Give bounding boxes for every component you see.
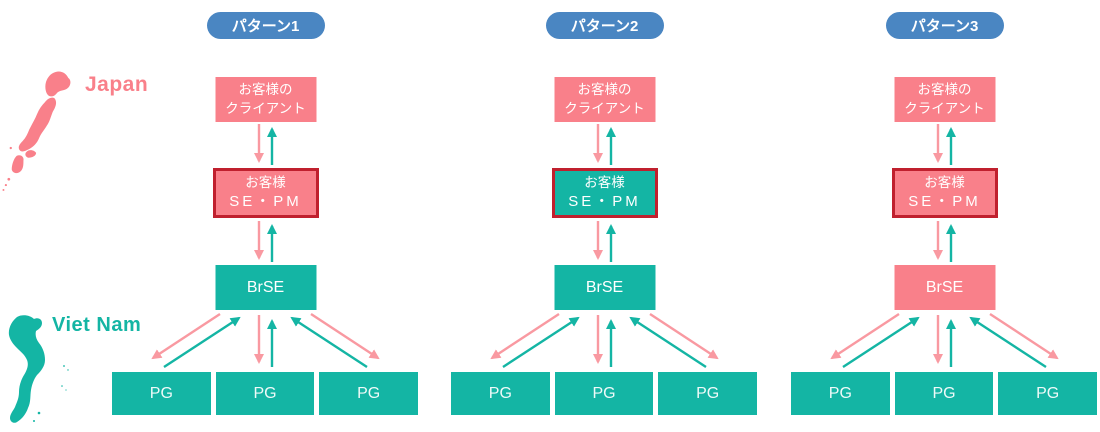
sepm-box-line2: SE・PM <box>908 193 981 211</box>
pg-row: PG PG PG <box>451 372 758 415</box>
pattern-badge: パターン1 <box>206 12 325 39</box>
pattern-column-3: パターン3 お客様の クライアント お客様 SE・PM BrSE PG PG P… <box>791 0 1098 432</box>
vietnam-label: Viet Nam <box>52 314 142 336</box>
pg-box: PG <box>554 372 654 415</box>
brse-box-label: BrSE <box>246 278 285 296</box>
japan-label: Japan <box>85 73 149 96</box>
pg-box: PG <box>998 372 1098 415</box>
sepm-box: お客様 SE・PM <box>891 168 998 218</box>
sepm-box-line1: お客様 <box>924 175 965 191</box>
brse-box-label: BrSE <box>925 278 964 296</box>
client-box-line2: クライアント <box>225 100 306 116</box>
client-box-line2: クライアント <box>904 100 985 116</box>
vietnam-map-icon <box>8 315 69 423</box>
client-box: お客様の クライアント <box>894 77 995 122</box>
pg-box: PG <box>112 372 211 415</box>
pg-box: PG <box>451 372 550 415</box>
pattern-column-1: パターン1 お客様の クライアント お客様 SE・PM BrSE PG PG P… <box>112 0 419 432</box>
pattern-column-2: パターン2 お客様の クライアント お客様 SE・PM BrSE PG PG P… <box>451 0 758 432</box>
sepm-box: お客様 SE・PM <box>212 168 319 218</box>
pattern-badge: パターン2 <box>545 12 664 39</box>
brse-box: BrSE <box>215 265 316 310</box>
pg-box: PG <box>791 372 890 415</box>
sepm-box-line1: お客様 <box>584 175 625 191</box>
brse-box-label: BrSE <box>585 278 624 296</box>
pg-row: PG PG PG <box>791 372 1098 415</box>
client-box: お客様の クライアント <box>215 77 316 122</box>
client-box-line1: お客様の <box>577 82 632 98</box>
client-box-line1: お客様の <box>238 82 293 98</box>
client-box-line2: クライアント <box>564 100 645 116</box>
pg-box: PG <box>894 372 994 415</box>
client-box: お客様の クライアント <box>554 77 655 122</box>
brse-box: BrSE <box>554 265 655 310</box>
sepm-box-line2: SE・PM <box>568 193 641 211</box>
pattern-badge: パターン3 <box>885 12 1004 39</box>
pg-box: PG <box>215 372 315 415</box>
sepm-box-line1: お客様 <box>245 175 286 191</box>
pg-box: PG <box>658 372 758 415</box>
brse-box: BrSE <box>894 265 995 310</box>
pg-box: PG <box>319 372 419 415</box>
sepm-box-line2: SE・PM <box>229 193 302 211</box>
japan-map-icon <box>2 71 71 191</box>
pg-row: PG PG PG <box>112 372 419 415</box>
sepm-box: お客様 SE・PM <box>551 168 658 218</box>
client-box-line1: お客様の <box>917 82 972 98</box>
